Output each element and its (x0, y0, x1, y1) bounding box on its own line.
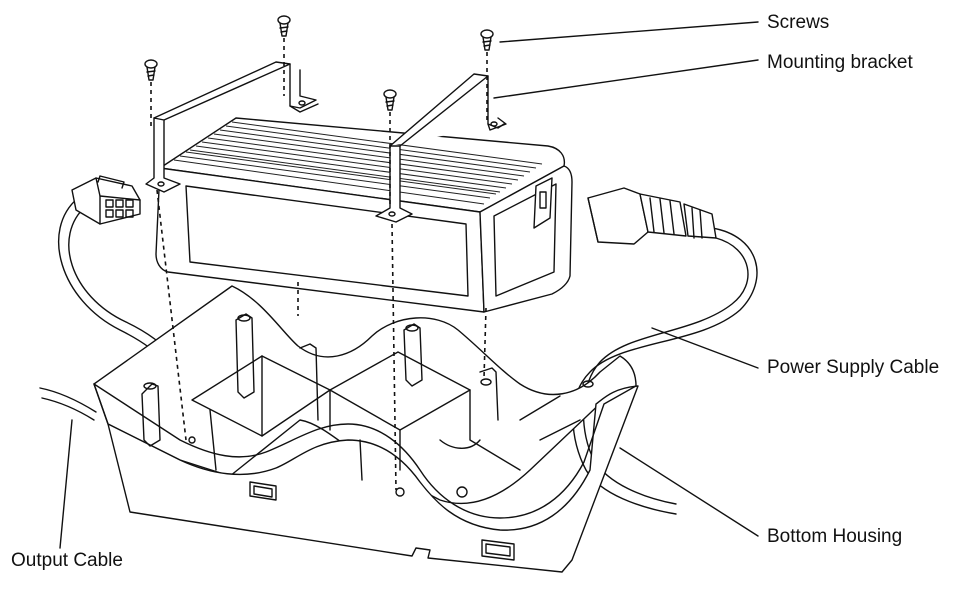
output-connector (71, 175, 141, 225)
screw-1 (144, 59, 158, 81)
bottom-housing-drawing (93, 285, 639, 573)
label-bottom-housing: Bottom Housing (767, 526, 902, 547)
screw-3 (383, 89, 397, 111)
mounting-bracket-right (375, 73, 507, 223)
alignment-lines (150, 38, 488, 491)
power-supply-unit (155, 117, 573, 313)
leader-lines (59, 21, 759, 549)
label-power-supply-cable: Power Supply Cable (767, 357, 939, 378)
label-output-cable: Output Cable (11, 550, 123, 571)
label-screws: Screws (767, 12, 829, 33)
power-plug (587, 187, 717, 245)
label-mounting-bracket: Mounting bracket (767, 52, 913, 73)
screw-4 (480, 29, 494, 51)
screw-2 (277, 15, 291, 37)
mounting-bracket-left (145, 61, 319, 193)
